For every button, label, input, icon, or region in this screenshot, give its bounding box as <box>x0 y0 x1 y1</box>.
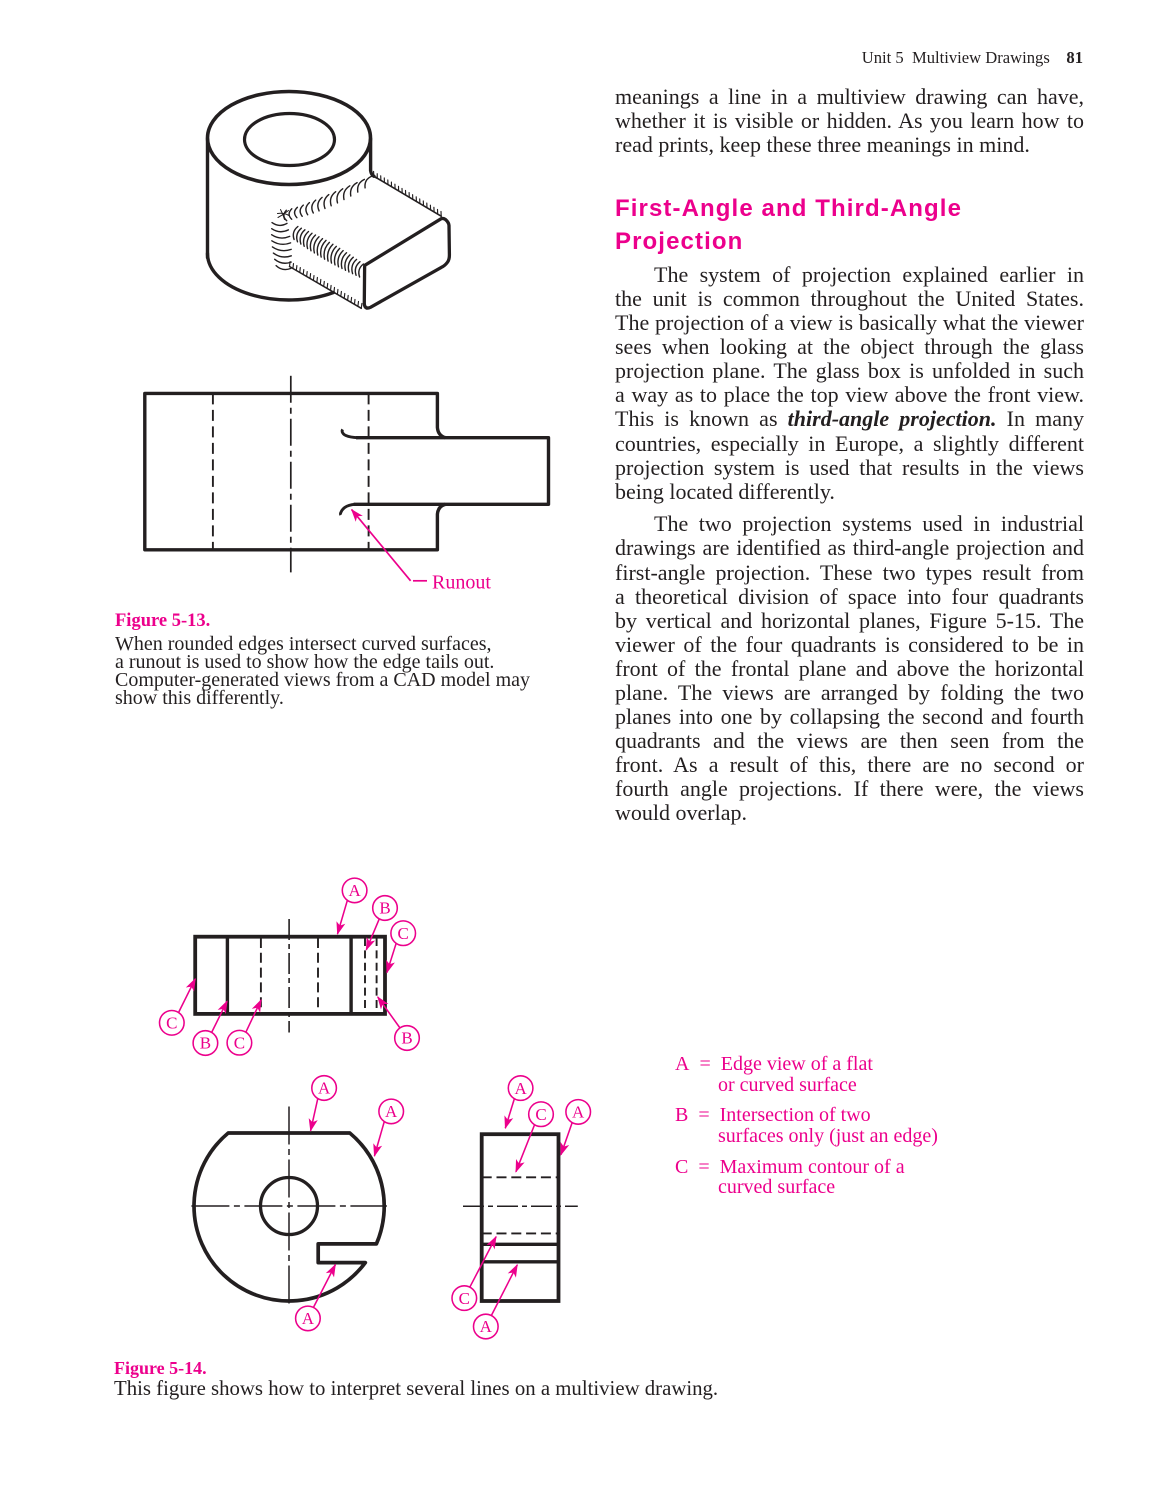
svg-text:C: C <box>234 1033 245 1052</box>
svg-text:C: C <box>398 924 409 943</box>
svg-text:C: C <box>459 1289 470 1308</box>
svg-text:A: A <box>302 1309 315 1328</box>
svg-text:A: A <box>318 1079 331 1098</box>
svg-text:Runout: Runout <box>432 572 491 594</box>
svg-text:B: B <box>200 1034 211 1053</box>
svg-text:A: A <box>572 1103 585 1122</box>
svg-text:A: A <box>480 1317 493 1336</box>
svg-text:A: A <box>348 881 361 900</box>
svg-text:C: C <box>166 1014 177 1033</box>
svg-text:A: A <box>385 1102 398 1121</box>
svg-text:A: A <box>514 1079 527 1098</box>
svg-text:B: B <box>401 1029 412 1048</box>
svg-text:C: C <box>535 1105 546 1124</box>
svg-text:B: B <box>379 899 390 918</box>
